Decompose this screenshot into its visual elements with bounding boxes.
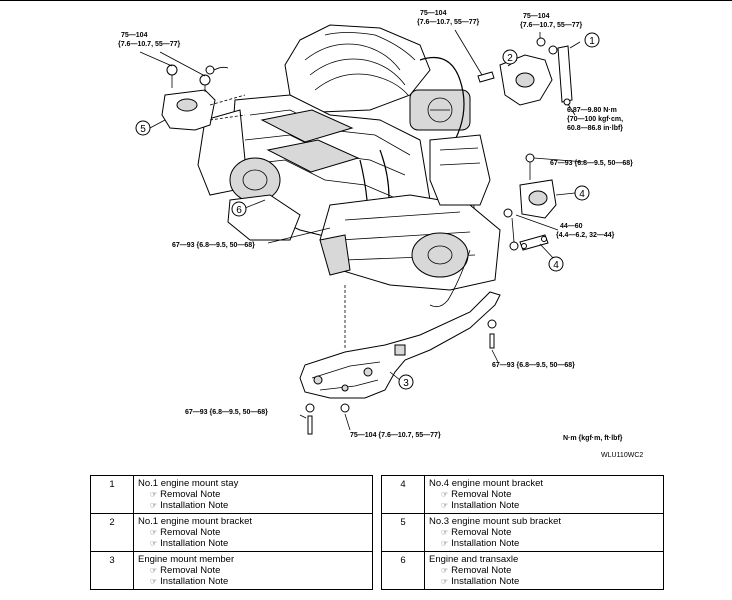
book-reference-icon: ☞ [441,490,449,499]
no1-engine-mount-bracket [477,54,553,106]
torque-label-no4-bracket-bolt: 67—93 {6.8—9.5, 50—68} [550,160,633,167]
torque-label-stay-bolt: 75—104 {7.6—10.7, 55—77} [520,13,583,29]
svg-text:{4.4—6.2, 32—44}: {4.4—6.2, 32—44} [556,232,615,239]
svg-text:67—93 {6.8—9.5, 50—68}: 67—93 {6.8—9.5, 50—68} [492,362,575,369]
part-name: No.4 engine mount bracket [429,478,544,489]
svg-text:67—93 {6.8—9.5, 50—68}: 67—93 {6.8—9.5, 50—68} [550,160,633,167]
svg-text:5: 5 [140,124,146,135]
part-number: 6 [381,551,425,590]
part-name: No.1 engine mount stay [138,478,239,489]
installation-note-link[interactable]: ☞Installation Note [441,576,520,587]
no4-engine-mount-bracket-upper [503,153,557,251]
removal-note-link[interactable]: ☞Removal Note [441,489,512,500]
table-row: 6 Engine and transaxle ☞Removal Note ☞In… [381,551,664,590]
torque-label-sub-bracket: 75—104 {7.6—10.7, 55—77} [118,32,181,48]
part-name: No.1 engine mount bracket [138,516,253,527]
svg-text:{7.6—10.7, 55—77}: {7.6—10.7, 55—77} [118,41,181,48]
table-row: 1 No.1 engine mount stay ☞Removal Note ☞… [90,475,373,514]
torque-label-stay-nut: 6.87—9.80 N·m {70—100 kgf·cm, 60.8—86.8 … [567,107,623,132]
leader-lines [139,29,586,431]
svg-text:2: 2 [507,53,513,64]
top-rule [0,0,732,1]
svg-text:3: 3 [403,378,409,389]
svg-text:{7.6—10.7, 55—77}: {7.6—10.7, 55—77} [520,22,583,29]
callout-4-upper: 4 [574,185,590,201]
no3-engine-mount-sub-bracket [161,64,246,131]
no1-engine-mount-stay [536,37,573,106]
installation-note-link[interactable]: ☞Installation Note [150,500,229,511]
svg-text:4: 4 [579,189,585,200]
installation-note-link[interactable]: ☞Installation Note [441,538,520,549]
table-row: 3 Engine mount member ☞Removal Note ☞Ins… [90,551,373,590]
part-name: No.3 engine mount sub bracket [429,516,562,527]
part-name: Engine mount member [138,554,235,565]
parts-table-right: 4 No.4 engine mount bracket ☞Removal Not… [381,475,664,590]
torque-label-bracket-bolt: 75—104 {7.6—10.7, 55—77} [417,10,480,26]
installation-note-link[interactable]: ☞Installation Note [441,500,520,511]
svg-text:67—93 {6.8—9.5, 50—68}: 67—93 {6.8—9.5, 50—68} [185,409,268,416]
installation-note-link[interactable]: ☞Installation Note [150,538,229,549]
svg-text:75—104 {7.6—10.7, 55—77}: 75—104 {7.6—10.7, 55—77} [350,432,441,439]
torque-units-note: N·m {kgf·m, ft·lbf} [563,435,623,442]
torque-label-engine-member: 67—93 {6.8—9.5, 50—68} [172,242,255,249]
book-reference-icon: ☞ [441,539,449,548]
torque-label-no4-bracket-link: 44—60 {4.4—6.2, 32—44} [556,223,615,239]
book-reference-icon: ☞ [150,539,158,548]
callout-2: 2 [502,49,518,65]
engine-mount-member [299,285,501,435]
torque-label-member-center: 75—104 {7.6—10.7, 55—77} [350,432,441,439]
part-number: 5 [381,513,425,552]
table-row: 2 No.1 engine mount bracket ☞Removal Not… [90,513,373,552]
part-number: 4 [381,475,425,514]
svg-text:4: 4 [553,260,559,271]
table-row: 5 No.3 engine mount sub bracket ☞Removal… [381,513,664,552]
parts-table-left: 1 No.1 engine mount stay ☞Removal Note ☞… [90,475,373,590]
svg-text:75—104: 75—104 [121,32,148,39]
removal-note-link[interactable]: ☞Removal Note [150,527,221,538]
part-number: 2 [90,513,134,552]
svg-text:75—104: 75—104 [420,10,447,17]
book-reference-icon: ☞ [150,490,158,499]
book-reference-icon: ☞ [441,501,449,510]
book-reference-icon: ☞ [150,501,158,510]
callout-6: 6 [231,201,247,217]
svg-text:1: 1 [589,36,595,47]
book-reference-icon: ☞ [150,566,158,575]
book-reference-icon: ☞ [441,577,449,586]
table-row: 4 No.4 engine mount bracket ☞Removal Not… [381,475,664,514]
callout-3: 3 [398,374,414,390]
svg-text:44—60: 44—60 [560,223,583,230]
callout-4-lower: 4 [548,256,564,272]
svg-text:{70—100 kgf·cm,: {70—100 kgf·cm, [567,116,623,123]
no4-engine-mount-bracket-lower [519,234,549,251]
part-number: 1 [90,475,134,514]
callout-1: 1 [584,32,600,48]
torque-label-member-front: 67—93 {6.8—9.5, 50—68} [185,409,268,416]
svg-text:{7.6—10.7, 55—77}: {7.6—10.7, 55—77} [417,19,480,26]
callout-5: 5 [135,120,151,136]
svg-text:6: 6 [236,205,242,216]
svg-text:67—93 {6.8—9.5, 50—68}: 67—93 {6.8—9.5, 50—68} [172,242,255,249]
figure-code: WLU110WC2 [601,452,643,459]
part-name: Engine and transaxle [429,554,519,565]
book-reference-icon: ☞ [150,528,158,537]
removal-note-link[interactable]: ☞Removal Note [150,489,221,500]
svg-text:75—104: 75—104 [523,13,550,20]
removal-note-link[interactable]: ☞Removal Note [150,565,221,576]
removal-note-link[interactable]: ☞Removal Note [441,565,512,576]
book-reference-icon: ☞ [441,528,449,537]
book-reference-icon: ☞ [441,566,449,575]
engine-mount-exploded-diagram: 1 2 3 4 4 5 6 75—104 {7.6—10.7, 55—77} 7… [118,10,643,459]
part-number: 3 [90,551,134,590]
book-reference-icon: ☞ [150,577,158,586]
removal-note-link[interactable]: ☞Removal Note [441,527,512,538]
svg-text:6.87—9.80 N·m: 6.87—9.80 N·m [567,107,617,114]
svg-text:60.8—86.8 in·lbf}: 60.8—86.8 in·lbf} [567,125,623,132]
torque-label-member-rear: 67—93 {6.8—9.5, 50—68} [492,362,575,369]
engine-transaxle-assembly [197,24,501,308]
installation-note-link[interactable]: ☞Installation Note [150,576,229,587]
